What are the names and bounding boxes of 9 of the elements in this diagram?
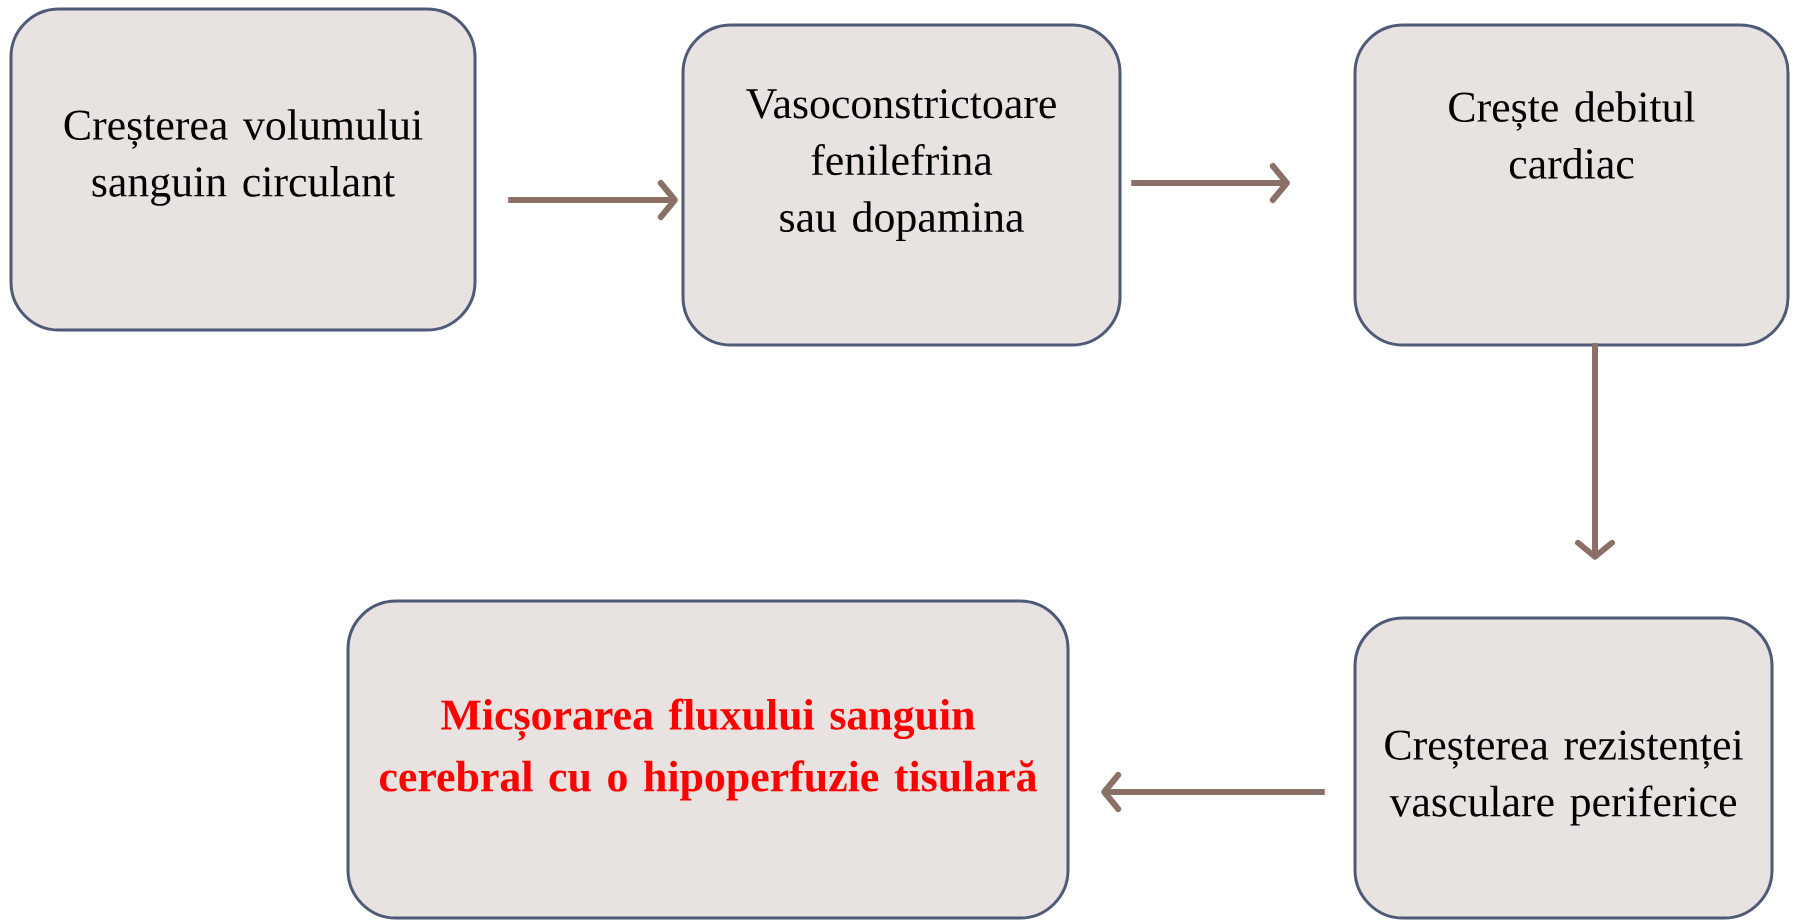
arrow (1131, 163, 1290, 203)
arrow (508, 180, 678, 220)
process-box: Creșterea rezistenței vasculare periferice (1353, 616, 1774, 920)
process-box: Micșorarea fluxului sanguin cerebral cu o hipoperfuzie tisulară (346, 599, 1070, 920)
arrow (1101, 772, 1325, 812)
process-box: Creșterea volumului sanguin circulant (9, 7, 477, 332)
arrow (1575, 343, 1615, 560)
process-box: Vasoconstrictoare fenilefrina sau dopamina (681, 23, 1122, 347)
process-box: Crește debitul cardiac (1353, 23, 1790, 347)
